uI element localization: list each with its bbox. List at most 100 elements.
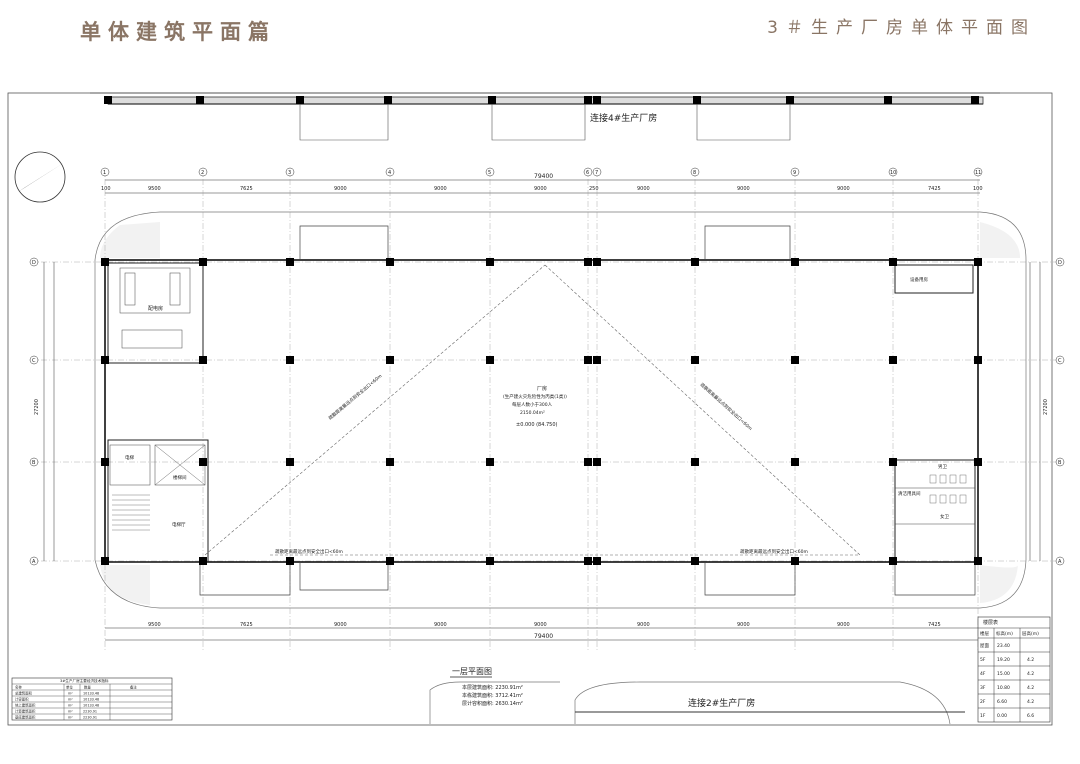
- dim-text: 9000: [737, 622, 750, 628]
- svg-text:4.2: 4.2: [1027, 685, 1034, 691]
- axis-bubble: B: [1055, 457, 1065, 467]
- drawing-title: 3＃生产厂房单体平面图: [767, 18, 1036, 38]
- dim-text: 9000: [334, 186, 347, 192]
- svg-text:C: C: [1058, 358, 1062, 364]
- column: [593, 258, 601, 266]
- axis-bubble: 8: [690, 167, 700, 177]
- column: [286, 258, 294, 266]
- central-hall-label: 厂房 (生产建火灾危险性为丙类(1类)) 每层人数小于300人 2150.04m…: [503, 385, 567, 428]
- axis-bubble: D: [29, 257, 39, 267]
- dim-text: 9000: [534, 622, 547, 628]
- hall-elevation: ±0.000 (84.750): [516, 422, 558, 428]
- axis-bubbles-top: 1 2 3 4 5 6 7 8 9 10 11: [100, 167, 983, 177]
- axis-bubble: 10: [888, 167, 898, 177]
- north-arrow-icon: [14, 151, 66, 203]
- diagonal-label-lr: 疏散距离最远点到安全出口<60m: [740, 548, 808, 555]
- svg-text:10133.48: 10133.48: [83, 704, 99, 708]
- svg-text:11: 11: [975, 170, 981, 176]
- hall-area: 2150.04m²: [520, 410, 545, 416]
- column: [101, 557, 109, 565]
- svg-text:5: 5: [488, 170, 491, 176]
- dim-text: 9000: [334, 622, 347, 628]
- room-elevator-hall: 电梯厅: [172, 521, 186, 528]
- column: [889, 557, 897, 565]
- svg-text:A: A: [32, 559, 36, 565]
- svg-text:地上建筑面积: 地上建筑面积: [15, 703, 36, 708]
- column: [974, 258, 982, 266]
- axis-bubble: B: [29, 457, 39, 467]
- column: [286, 557, 294, 565]
- dim-text: 9000: [637, 186, 650, 192]
- column: [101, 356, 109, 364]
- column: [584, 458, 592, 466]
- svg-text:m²: m²: [68, 698, 73, 702]
- bottom-connecting-building: 连接2#生产厂房: [429, 681, 965, 725]
- dim-text: 7625: [240, 186, 253, 192]
- dim-text: 9000: [434, 186, 447, 192]
- svg-text:m²: m²: [68, 692, 73, 696]
- column: [386, 258, 394, 266]
- svg-text:0.00: 0.00: [997, 713, 1007, 719]
- svg-text:计容面积: 计容面积: [15, 697, 29, 702]
- column: [286, 458, 294, 466]
- svg-text:单位: 单位: [66, 685, 73, 690]
- dim-text: 9000: [837, 186, 850, 192]
- bottom-dimension-chain: 79400 9500 7625 9000 9000 9000 9000 9000…: [105, 622, 980, 641]
- dim-text: 9000: [737, 186, 750, 192]
- column: [486, 258, 494, 266]
- column: [791, 258, 799, 266]
- column: [296, 96, 304, 104]
- column: [593, 458, 601, 466]
- svg-text:楼层: 楼层: [980, 630, 989, 637]
- svg-text:6: 6: [586, 170, 589, 176]
- axis-bubble: 7: [592, 167, 602, 177]
- svg-text:4.2: 4.2: [1027, 671, 1034, 677]
- column: [884, 96, 892, 104]
- svg-text:计算建筑面积: 计算建筑面积: [15, 709, 36, 714]
- drawing-frame: [7, 92, 1053, 726]
- dim-text: 7425: [928, 186, 941, 192]
- svg-text:10133.48: 10133.48: [83, 698, 99, 702]
- column: [104, 96, 112, 104]
- svg-text:4: 4: [388, 170, 391, 176]
- svg-text:m²: m²: [68, 704, 73, 708]
- index-table: 3#生产厂房主要经济技术指标 名称 单位 数量 备注 总建筑面积 m² 1013…: [11, 677, 173, 721]
- dim-text: 100: [101, 186, 111, 192]
- svg-text:B: B: [32, 460, 36, 466]
- dim-text: 9000: [637, 622, 650, 628]
- axis-bubbles-left: D C B A: [29, 257, 39, 566]
- hall-fire-class: (生产建火灾危险性为丙类(1类)): [503, 393, 567, 400]
- structural-columns: [101, 96, 982, 565]
- column: [384, 96, 392, 104]
- axis-bubble: 3: [285, 167, 295, 177]
- column: [486, 458, 494, 466]
- area-building: 本栋建筑面积: 3712.41m²: [462, 692, 523, 699]
- svg-text:m²: m²: [68, 716, 73, 720]
- svg-text:2230.91: 2230.91: [83, 710, 97, 714]
- room-female-wc: 女卫: [940, 513, 949, 520]
- top-connection-label: 连接4#生产厂房: [590, 112, 657, 124]
- axis-bubble: A: [29, 556, 39, 566]
- svg-text:3F: 3F: [980, 685, 986, 691]
- column: [584, 258, 592, 266]
- column: [691, 557, 699, 565]
- overall-depth-right: 27200: [1043, 399, 1049, 415]
- column: [386, 557, 394, 565]
- column: [593, 96, 601, 104]
- column: [974, 356, 982, 364]
- column: [199, 458, 207, 466]
- area-far: 层计容积面积: 2630.14m²: [462, 700, 523, 707]
- hall-occupancy: 每层人数小于300人: [512, 401, 553, 408]
- diagonal-label-ur: 疏散距离最远点到安全出口<60m: [699, 381, 754, 432]
- building-outline: [104, 259, 979, 563]
- column: [584, 96, 592, 104]
- svg-text:1: 1: [103, 170, 106, 176]
- svg-text:6.6: 6.6: [1027, 713, 1034, 719]
- axis-bubble: 1: [100, 167, 110, 177]
- column: [791, 356, 799, 364]
- sheet-title: 单体建筑平面篇: [80, 20, 276, 44]
- axis-bubbles-right: D C B A: [1055, 257, 1065, 566]
- dim-text: 7425: [928, 622, 941, 628]
- svg-text:名称: 名称: [15, 685, 22, 690]
